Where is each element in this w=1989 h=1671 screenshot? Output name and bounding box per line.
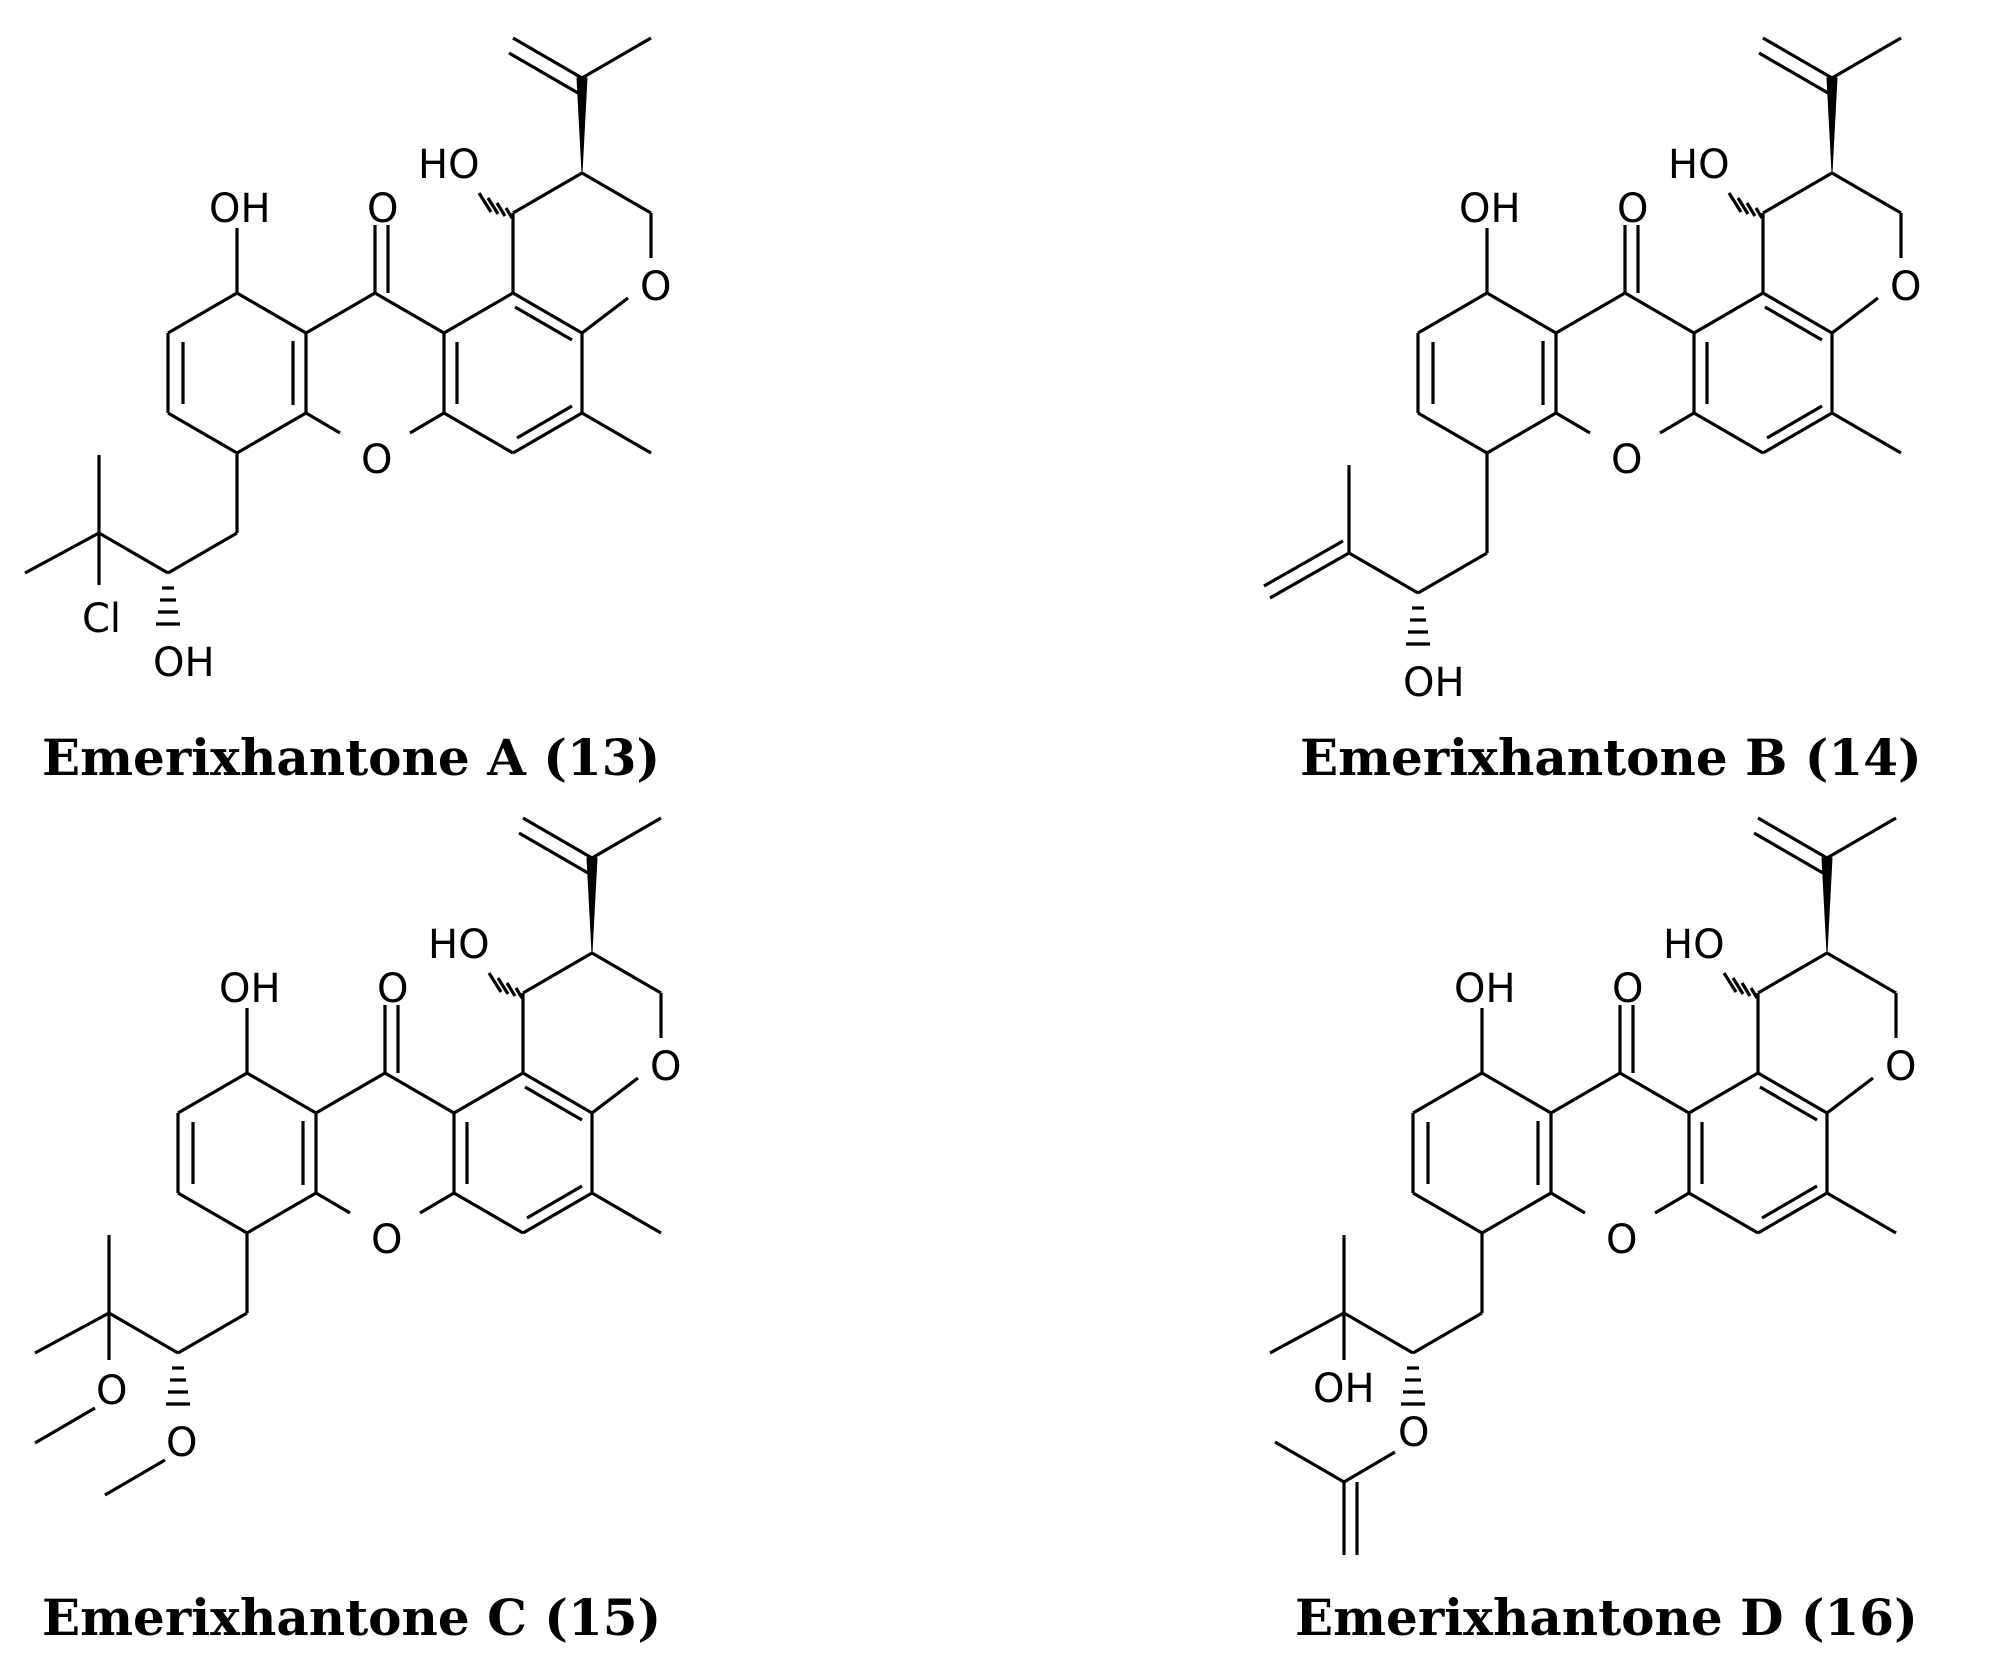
label-xanthone-o: O bbox=[1606, 1217, 1637, 1263]
compound-name: Emerixhantone B (14) bbox=[1300, 728, 1922, 787]
label-ring-o: O bbox=[650, 1044, 681, 1090]
label-oh-side: OH bbox=[153, 640, 215, 686]
label-carbonyl-o: O bbox=[377, 966, 408, 1012]
label-ho-ring: HO bbox=[428, 922, 490, 968]
compound-name: Emerixhantone A (13) bbox=[42, 728, 661, 787]
xanthone-core bbox=[24, 36, 653, 626]
label-oh-phenol: OH bbox=[209, 186, 271, 232]
label-oh-side: OH bbox=[1403, 660, 1465, 706]
label-carbonyl-o: O bbox=[1617, 186, 1648, 232]
label-ring-o: O bbox=[1885, 1044, 1916, 1090]
label-oh-tertiary: OH bbox=[1313, 1366, 1375, 1412]
label-ho-ring: HO bbox=[418, 142, 480, 188]
structure-emerixhantone-c: OH O HO O O O O bbox=[34, 816, 681, 1497]
compound-name: Emerixhantone D (16) bbox=[1295, 1588, 1918, 1647]
label-ring-o: O bbox=[640, 264, 671, 310]
label-carbonyl-o: O bbox=[1612, 966, 1643, 1012]
xanthone-core bbox=[1269, 816, 1898, 1555]
xanthone-core bbox=[34, 816, 663, 1497]
label-oh-phenol: OH bbox=[1459, 186, 1521, 232]
label-cl: Cl bbox=[82, 596, 121, 642]
xanthone-core bbox=[1263, 36, 1903, 646]
label-o-methoxy-1: O bbox=[96, 1368, 127, 1414]
label-xanthone-o: O bbox=[371, 1217, 402, 1263]
label-oh-phenol: OH bbox=[1454, 966, 1516, 1012]
label-carbonyl-o: O bbox=[367, 186, 398, 232]
label-xanthone-o: O bbox=[1611, 437, 1642, 483]
label-o-methoxy-2: O bbox=[166, 1420, 197, 1466]
label-ho-ring: HO bbox=[1668, 142, 1730, 188]
structure-emerixhantone-d: OH O HO O O OH O bbox=[1269, 816, 1916, 1555]
label-ring-o: O bbox=[1890, 264, 1921, 310]
label-xanthone-o: O bbox=[361, 437, 392, 483]
structure-emerixhantone-a: OH O HO O O Cl OH bbox=[24, 36, 671, 686]
label-oh-phenol: OH bbox=[219, 966, 281, 1012]
structure-emerixhantone-b: OH O HO O O OH bbox=[1263, 36, 1921, 706]
compound-name: Emerixhantone C (15) bbox=[42, 1588, 662, 1647]
label-ho-ring: HO bbox=[1663, 922, 1725, 968]
label-o-ester: O bbox=[1398, 1410, 1429, 1456]
